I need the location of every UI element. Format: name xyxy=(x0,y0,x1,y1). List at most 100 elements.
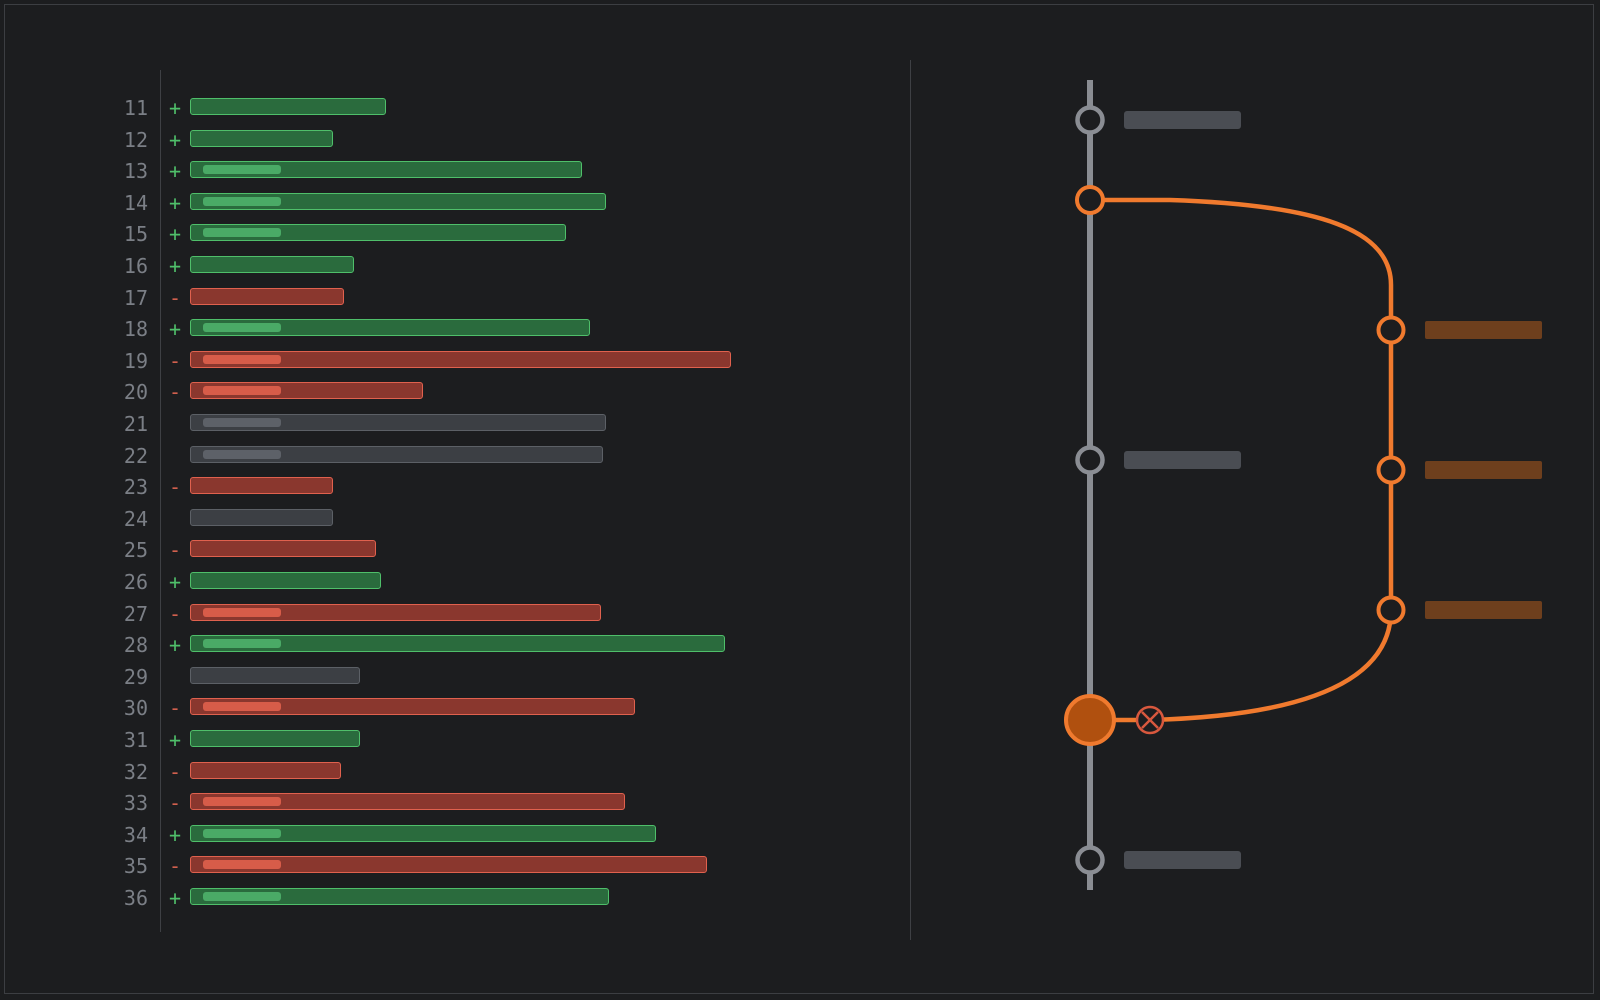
line-number: 17 xyxy=(123,285,148,310)
token-highlight xyxy=(203,323,281,333)
token-highlight xyxy=(203,165,281,175)
removed-marker: - xyxy=(168,601,182,626)
commit-node[interactable] xyxy=(1075,445,1105,475)
line-number: 26 xyxy=(123,570,148,594)
token-highlight xyxy=(203,418,281,427)
token-highlight xyxy=(203,196,281,206)
added-marker: + xyxy=(168,190,182,215)
line-number: 19 xyxy=(123,348,148,373)
context-line-bar xyxy=(190,414,606,431)
diff-line[interactable]: 14 + xyxy=(0,187,900,217)
pane-divider[interactable] xyxy=(910,60,911,940)
line-number: 16 xyxy=(123,254,148,278)
line-number: 20 xyxy=(123,380,148,405)
diff-line[interactable]: 28+ xyxy=(0,629,900,659)
removed-line-bar xyxy=(190,761,341,779)
diff-line[interactable]: 30- xyxy=(0,692,900,722)
diff-line[interactable]: 12+ xyxy=(0,124,900,154)
diff-line[interactable]: 35- xyxy=(0,850,900,880)
token-highlight xyxy=(203,354,281,364)
line-number: 25 xyxy=(123,538,148,563)
line-number: 21 xyxy=(123,412,148,436)
diff-line[interactable]: 13 + xyxy=(0,155,900,185)
diff-line[interactable]: 33- xyxy=(0,787,900,817)
added-line-bar xyxy=(190,192,606,210)
added-line-bar xyxy=(190,129,333,147)
branch-point-node[interactable] xyxy=(1075,185,1105,215)
line-number: 24 xyxy=(123,506,148,531)
line-number: 36 xyxy=(123,886,148,910)
diff-line[interactable]: 17- xyxy=(0,282,900,312)
commit-node[interactable] xyxy=(1075,845,1105,875)
diff-line[interactable]: 27- xyxy=(0,598,900,628)
line-number: 23 xyxy=(123,475,148,500)
diff-line[interactable]: 34+ xyxy=(0,819,900,849)
branch-commit-label xyxy=(1425,461,1542,479)
diff-line[interactable]: 31 + xyxy=(0,724,900,754)
line-number: 11 xyxy=(123,96,148,120)
context-line-bar xyxy=(190,445,603,463)
removed-marker: - xyxy=(168,538,182,563)
diff-line[interactable]: 15+ xyxy=(0,218,900,248)
diff-line[interactable]: 26+ xyxy=(0,566,900,596)
removed-marker: - xyxy=(168,380,182,405)
conflict-x-stroke xyxy=(1141,711,1159,729)
removed-line-bar xyxy=(190,477,333,495)
token-highlight xyxy=(203,386,281,396)
line-number: 22 xyxy=(123,443,148,468)
removed-marker: - xyxy=(168,791,182,816)
branch-commit-label xyxy=(1425,601,1542,619)
diff-line[interactable]: 18+ xyxy=(0,313,900,343)
diff-line[interactable]: 16 + xyxy=(0,250,900,280)
diff-line[interactable]: 23- xyxy=(0,471,900,501)
diff-line[interactable]: 32- xyxy=(0,756,900,786)
added-marker: + xyxy=(168,254,182,278)
window-frame xyxy=(4,4,1594,994)
branch-commit-node[interactable] xyxy=(1376,595,1406,625)
merge-commit-node[interactable] xyxy=(1064,694,1116,746)
line-number: 27 xyxy=(123,601,148,626)
diff-line[interactable]: 24 xyxy=(0,503,900,533)
diff-line[interactable]: 29 xyxy=(0,661,900,691)
removed-line-bar xyxy=(190,287,344,305)
commit-node[interactable] xyxy=(1075,105,1105,135)
token-highlight xyxy=(203,607,281,617)
diff-line[interactable]: 11 + xyxy=(0,92,900,122)
line-number: 13 xyxy=(123,159,148,184)
line-number: 31 xyxy=(123,728,148,752)
added-marker: + xyxy=(168,127,182,152)
added-line-bar xyxy=(190,572,381,589)
branch-commit-node[interactable] xyxy=(1376,455,1406,485)
added-line-bar xyxy=(190,635,725,653)
added-line-bar xyxy=(190,224,566,242)
line-number: 28 xyxy=(123,633,148,658)
line-number: 14 xyxy=(123,190,148,215)
removed-line-bar xyxy=(190,793,625,811)
added-line-bar xyxy=(190,888,609,905)
diff-line[interactable]: 19- xyxy=(0,345,900,375)
removed-line-bar xyxy=(190,856,707,874)
diff-line[interactable]: 22 xyxy=(0,440,900,470)
diff-line[interactable]: 21 xyxy=(0,408,900,438)
removed-line-bar xyxy=(190,382,423,400)
line-number: 15 xyxy=(123,222,148,247)
removed-marker: - xyxy=(168,348,182,373)
branch-commit-node[interactable] xyxy=(1376,315,1406,345)
added-marker: + xyxy=(168,822,182,847)
diff-line[interactable]: 25- xyxy=(0,534,900,564)
context-line-bar xyxy=(190,666,360,684)
added-marker: + xyxy=(168,96,182,120)
token-highlight xyxy=(203,449,281,459)
gutter-separator xyxy=(160,70,161,932)
added-line-bar xyxy=(190,98,386,115)
added-line-bar xyxy=(190,256,354,273)
commit-label xyxy=(1124,851,1241,869)
added-line-bar xyxy=(190,824,656,842)
removed-marker: - xyxy=(168,696,182,721)
added-marker: + xyxy=(168,728,182,752)
diff-line[interactable]: 36+ xyxy=(0,882,900,912)
added-marker: + xyxy=(168,159,182,184)
branch-commit-label xyxy=(1425,321,1542,339)
diff-line[interactable]: 20- xyxy=(0,376,900,406)
